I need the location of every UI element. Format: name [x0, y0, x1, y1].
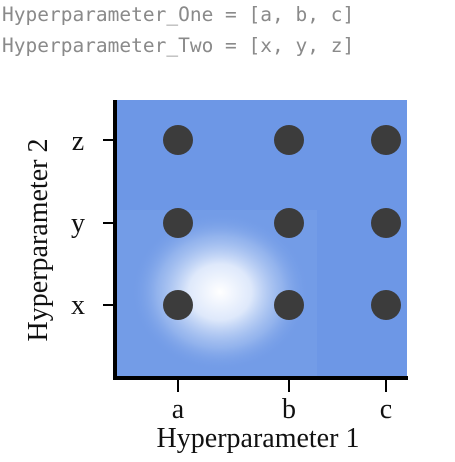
- grid-point-b-y: [274, 208, 304, 238]
- y-tick-label-z: z: [72, 126, 84, 157]
- grid-point-b-z: [274, 125, 304, 155]
- grid-point-c-y: [371, 208, 401, 238]
- y-tick-label-x: x: [71, 290, 85, 321]
- grid-point-b-x: [274, 290, 304, 320]
- y-tick-label-y: y: [71, 208, 85, 239]
- y-axis-title: Hyperparameter 2: [23, 139, 54, 342]
- x-axis-title: Hyperparameter 1: [157, 423, 360, 454]
- optimum-highlight: [130, 212, 310, 372]
- grid-point-c-z: [371, 125, 401, 155]
- grid-point-a-x: [163, 290, 193, 320]
- hyperparameter-two-definition: Hyperparameter_Two = [x, y, z]: [2, 34, 355, 57]
- grid-point-c-x: [371, 290, 401, 320]
- grid-point-a-z: [163, 125, 193, 155]
- grid-point-a-y: [163, 208, 193, 238]
- x-tick-label-a: a: [172, 394, 185, 425]
- hyperparameter-one-definition: Hyperparameter_One = [a, b, c]: [2, 3, 355, 26]
- x-tick-label-c: c: [380, 394, 392, 425]
- x-tick-label-b: b: [282, 394, 296, 425]
